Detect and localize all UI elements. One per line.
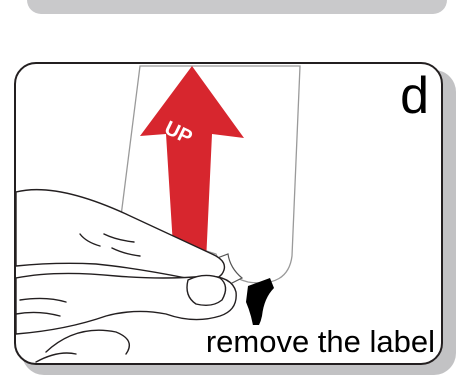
header-bar: [27, 0, 447, 14]
instruction-panel: UP d remove the label: [14, 62, 443, 365]
step-letter: d: [400, 70, 429, 122]
illustration: UP: [16, 64, 443, 365]
caption: remove the label: [202, 325, 435, 359]
